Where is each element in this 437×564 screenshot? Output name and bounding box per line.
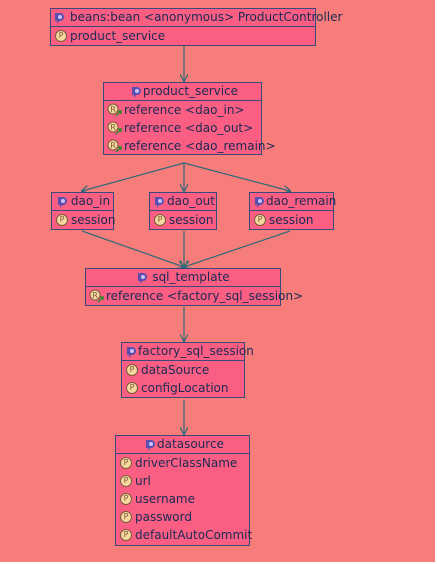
- svg-text:R: R: [92, 291, 98, 300]
- bean-sql-template[interactable]: sql_template R reference <factory_sql_se…: [85, 268, 303, 306]
- bean-icon: [58, 197, 67, 208]
- reference-row: R reference <dao_in>: [104, 101, 261, 119]
- bean-factory-sql-session[interactable]: factory_sql_session P dataSource P confi…: [121, 342, 254, 398]
- property-label: configLocation: [141, 381, 229, 395]
- property-label: dataSource: [141, 363, 210, 377]
- bean-icon: [127, 347, 136, 358]
- property-row: P username: [116, 490, 249, 508]
- bean-title-text: sql_template: [152, 270, 230, 284]
- bean-product-controller[interactable]: beans:bean <anonymous> ProductController…: [50, 8, 342, 46]
- bean-title-text: datasource: [157, 437, 224, 451]
- bean-title: product_service: [104, 83, 261, 101]
- reference-row: R reference <factory_sql_session>: [86, 287, 303, 305]
- bean-title: dao_in: [52, 193, 113, 211]
- reference-icon: R: [107, 139, 122, 153]
- property-label: session: [71, 213, 116, 227]
- property-row: P product_service: [51, 27, 315, 45]
- property-icon: P: [120, 493, 132, 505]
- reference-label: reference <factory_sql_session>: [106, 289, 304, 303]
- bean-icon: [132, 87, 141, 98]
- bean-title: dao_remain: [250, 193, 337, 211]
- reference-icon: R: [107, 121, 122, 135]
- bean-title: sql_template: [86, 269, 280, 287]
- property-icon: P: [120, 475, 132, 487]
- property-label: product_service: [70, 29, 166, 43]
- bean-dao-out[interactable]: dao_out P session: [149, 192, 217, 230]
- property-icon: P: [120, 511, 132, 523]
- bean-title: dao_out: [150, 193, 216, 211]
- link-dao-in-to-template: [81, 230, 184, 267]
- property-row: P configLocation: [122, 379, 244, 397]
- property-icon: P: [55, 30, 67, 42]
- reference-label: reference <dao_remain>: [124, 139, 276, 153]
- reference-label: reference <dao_in>: [124, 103, 245, 117]
- link-service-to-dao-in: [82, 162, 185, 191]
- bean-title: datasource: [116, 436, 249, 454]
- property-row: P password: [116, 508, 249, 526]
- property-row: P url: [116, 472, 249, 490]
- property-label: session: [169, 213, 214, 227]
- svg-text:R: R: [110, 141, 116, 150]
- link-dao-remain-to-template: [184, 230, 291, 267]
- property-row: P dataSource: [122, 361, 244, 379]
- property-label: username: [135, 492, 195, 506]
- bean-title: beans:bean <anonymous> ProductController: [51, 9, 342, 27]
- bean-dao-remain[interactable]: dao_remain P session: [249, 192, 337, 230]
- svg-text:R: R: [110, 123, 116, 132]
- property-label: session: [269, 213, 314, 227]
- bean-title: factory_sql_session: [122, 343, 254, 361]
- property-label: password: [135, 510, 192, 524]
- bean-title-text: beans:bean <anonymous> ProductController: [70, 10, 343, 24]
- bean-icon: [155, 197, 164, 208]
- bean-title-text: factory_sql_session: [138, 344, 254, 358]
- property-label: driverClassName: [135, 456, 238, 470]
- bean-product-service[interactable]: product_service R reference <dao_in> R r…: [103, 82, 276, 155]
- bean-icon: [138, 273, 147, 284]
- bean-icon: [255, 197, 264, 208]
- property-icon: P: [120, 529, 132, 541]
- property-label: defaultAutoCommit: [135, 528, 253, 542]
- bean-dao-in[interactable]: dao_in P session: [51, 192, 116, 230]
- property-icon: P: [154, 214, 166, 226]
- bean-title-text: product_service: [142, 84, 239, 98]
- property-icon: P: [56, 214, 68, 226]
- svg-text:R: R: [110, 105, 116, 114]
- property-label: url: [135, 474, 151, 488]
- property-icon: P: [126, 382, 138, 394]
- property-row: P session: [52, 211, 116, 229]
- link-service-to-dao-remain: [183, 162, 290, 191]
- bean-title-text: dao_remain: [266, 194, 337, 208]
- reference-label: reference <dao_out>: [124, 121, 254, 135]
- bean-icon: [146, 440, 155, 451]
- reference-icon: R: [89, 289, 104, 303]
- bean-datasource[interactable]: datasource P driverClassName P url P use…: [115, 435, 253, 546]
- property-row: P driverClassName: [116, 454, 249, 472]
- property-icon: P: [126, 364, 138, 376]
- bean-title-text: dao_in: [70, 194, 111, 208]
- bean-icon: [55, 13, 64, 24]
- reference-icon: R: [107, 103, 122, 117]
- reference-row: R reference <dao_out>: [104, 119, 261, 137]
- property-row: P session: [250, 211, 333, 229]
- bean-title-text: dao_out: [167, 194, 215, 208]
- property-row: P defaultAutoCommit: [116, 526, 253, 544]
- reference-row: R reference <dao_remain>: [104, 137, 276, 155]
- property-row: P session: [150, 211, 216, 229]
- property-icon: P: [254, 214, 266, 226]
- property-icon: P: [120, 457, 132, 469]
